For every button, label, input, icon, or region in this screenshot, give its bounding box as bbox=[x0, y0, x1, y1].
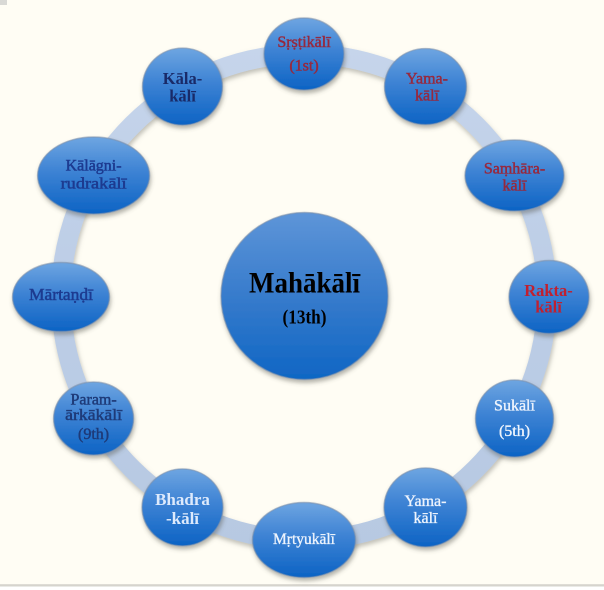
svg-text:kālī: kālī bbox=[415, 88, 440, 105]
svg-text:kālī: kālī bbox=[503, 178, 528, 195]
svg-text:Saṃhāra-: Saṃhāra- bbox=[484, 161, 545, 178]
svg-text:Mahākālī: Mahākālī bbox=[249, 267, 361, 300]
svg-text:-kālī: -kālī bbox=[166, 509, 199, 528]
svg-text:Kāla-: Kāla- bbox=[163, 69, 202, 88]
svg-text:Yama-: Yama- bbox=[405, 493, 447, 510]
svg-text:kālī: kālī bbox=[535, 298, 562, 317]
svg-text:Mṛtyukālī: Mṛtyukālī bbox=[273, 531, 336, 548]
svg-text:(9th): (9th) bbox=[78, 426, 109, 443]
svg-text:Mārtaṇḍī: Mārtaṇḍī bbox=[29, 285, 93, 304]
svg-text:kālī: kālī bbox=[169, 87, 196, 106]
svg-text:Param-: Param- bbox=[70, 392, 116, 409]
svg-text:rudrakālī: rudrakālī bbox=[61, 176, 128, 193]
svg-text:Sṛṣṭikālī: Sṛṣṭikālī bbox=[277, 34, 331, 51]
svg-text:Yama-: Yama- bbox=[406, 71, 448, 88]
svg-text:(1st): (1st) bbox=[289, 58, 318, 75]
svg-text:Bhadra: Bhadra bbox=[155, 490, 210, 509]
svg-text:(13th): (13th) bbox=[283, 307, 327, 329]
svg-text:ārkākālī: ārkākālī bbox=[65, 407, 123, 424]
svg-text:kālī: kālī bbox=[414, 510, 439, 527]
svg-text:(5th): (5th) bbox=[499, 423, 530, 440]
svg-text:Kālāgni-: Kālāgni- bbox=[66, 158, 122, 175]
svg-text:Sukālī: Sukālī bbox=[494, 398, 535, 415]
svg-text:Rakta-: Rakta- bbox=[524, 281, 573, 300]
